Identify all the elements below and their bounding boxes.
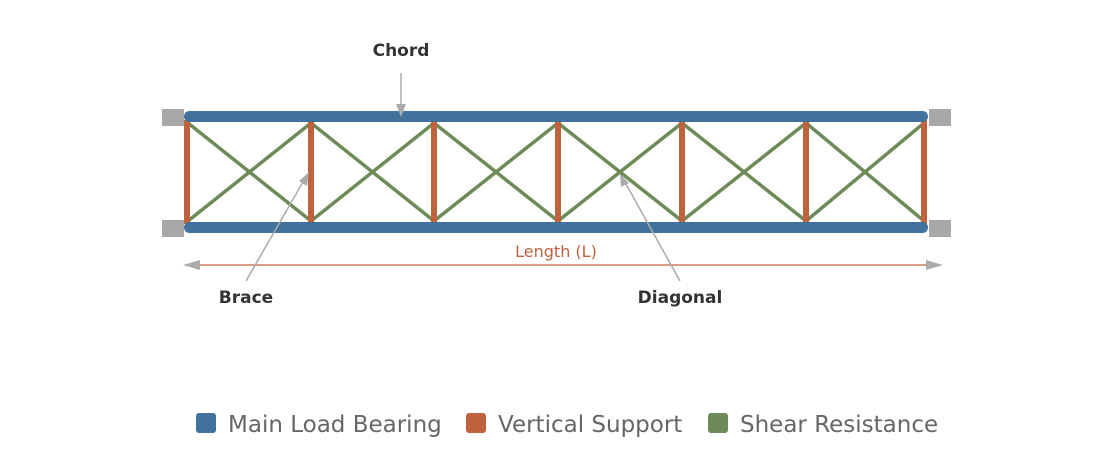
- legend-swatch-main-load: [196, 413, 216, 433]
- legend: Main Load Bearing Vertical Support Shear…: [196, 412, 938, 438]
- diagonal-member: [680, 121, 808, 223]
- brace-pointer: [245, 181, 304, 282]
- length-arrowhead-left: [183, 260, 200, 270]
- diagonal-members: [186, 121, 926, 223]
- chord-label: Chord: [373, 41, 430, 61]
- legend-label-vertical-support: Vertical Support: [498, 412, 682, 438]
- legend-label-main-load: Main Load Bearing: [228, 412, 442, 438]
- diagonal-member: [186, 121, 313, 223]
- length-label: Length (L): [515, 242, 597, 261]
- support-top-left: [162, 109, 184, 126]
- diagonal-pointer: [625, 183, 681, 282]
- legend-swatch-vertical-support: [466, 413, 486, 433]
- diagonal-member: [556, 121, 684, 223]
- legend-swatch-shear-resistance: [708, 413, 728, 433]
- diagonal-member: [309, 121, 436, 223]
- length-arrowhead-right: [926, 260, 943, 270]
- legend-label-shear-resistance: Shear Resistance: [740, 412, 938, 438]
- diagonal-member: [432, 121, 560, 223]
- diagonal-member: [804, 121, 926, 223]
- support-top-right: [929, 109, 951, 126]
- bottom-chord: [184, 222, 928, 233]
- brace-label: Brace: [219, 288, 273, 308]
- support-bottom-right: [929, 220, 951, 237]
- diagonal-label: Diagonal: [638, 288, 723, 308]
- top-chord: [184, 111, 928, 122]
- chord-pointer-arrowhead: [396, 104, 406, 117]
- brace-pointer-arrowhead: [299, 172, 309, 186]
- vertical-members: [184, 120, 927, 224]
- diagonal-pointer-arrowhead: [620, 174, 629, 187]
- support-bottom-left: [162, 220, 184, 237]
